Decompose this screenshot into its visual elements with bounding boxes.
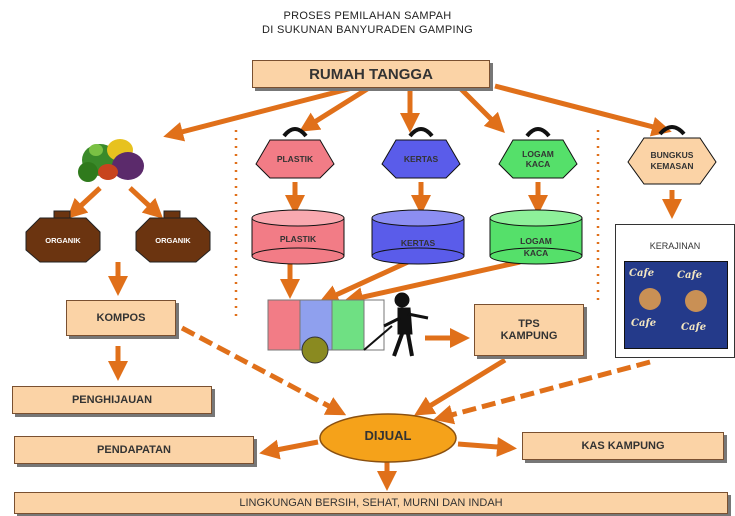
kertas-weight-label: KERTAS — [403, 154, 439, 164]
organik-bin-1 — [25, 210, 101, 263]
kerajinan-box: KERAJINAN Cafe Cafe Cafe Cafe — [615, 224, 735, 358]
arrow-rt-to-bungkus — [494, 83, 672, 137]
kerajinan-product-image: Cafe Cafe Cafe Cafe — [624, 261, 728, 349]
vegetables-icon — [78, 139, 144, 182]
bungkus-weight-label-2: KEMASAN — [650, 161, 694, 171]
logam-bin-label-2: KACA — [523, 248, 549, 258]
plastik-weight — [255, 127, 335, 179]
logam-bin-label-1: LOGAM — [520, 236, 552, 246]
kertas-weight — [381, 127, 461, 179]
tps-label-1: TPS — [518, 318, 540, 330]
pendapatan-box: PENDAPATAN — [14, 436, 254, 464]
diagram-title-line1: PROSES PEMILAHAN SAMPAH — [283, 10, 452, 22]
arrow-kerajinan-to-dijual — [433, 359, 651, 425]
lingkungan-box: LINGKUNGAN BERSIH, SEHAT, MURNI DAN INDA… — [14, 492, 728, 514]
arrow-veg-to-organik2 — [128, 186, 164, 219]
tps-kampung-box: TPS KAMPUNG — [474, 304, 584, 356]
bungkus-weight — [627, 125, 717, 185]
arrow-veg-to-organik1 — [66, 186, 102, 219]
cart-icon — [267, 299, 393, 364]
arrow-tps-to-dijual — [414, 357, 507, 416]
kerajinan-brand-3: Cafe — [631, 318, 657, 329]
kerajinan-brand-2: Cafe — [677, 270, 703, 281]
coffee-cup-icon — [685, 290, 707, 312]
arrow-rt-to-organik — [163, 83, 361, 142]
kerajinan-brand-1: Cafe — [629, 268, 655, 279]
logam-weight-label-2: KACA — [525, 159, 551, 169]
kertas-bin-label: KERTAS — [400, 238, 436, 248]
organik-bin-2 — [135, 210, 211, 263]
logam-weight — [498, 127, 578, 179]
rumah-tangga-box: RUMAH TANGGA — [252, 60, 490, 88]
kompos-box: KOMPOS — [66, 300, 176, 336]
logam-weight-label-1: LOGAM — [522, 149, 554, 159]
arrow-logam-to-cart — [343, 259, 521, 307]
diagram-title-line2: DI SUKUNAN BANYURADEN GAMPING — [261, 24, 473, 36]
plastik-weight-label: PLASTIK — [276, 154, 314, 164]
arrow-dijual-to-pendapatan — [259, 439, 319, 460]
dijual-label: DIJUAL — [364, 428, 412, 443]
dijual-ellipse — [319, 413, 457, 463]
kerajinan-label: KERAJINAN — [649, 241, 701, 251]
tps-label-2: KAMPUNG — [500, 330, 558, 342]
bungkus-weight-label-1: BUNGKUS — [650, 150, 694, 160]
organik-label-1: ORGANIK — [45, 236, 81, 245]
arrow-kompos-to-dijual — [180, 325, 347, 416]
logam-bin — [489, 209, 583, 265]
arrow-rt-to-logam — [456, 84, 505, 133]
plastik-bin-label: PLASTIK — [279, 234, 317, 244]
kertas-bin — [371, 209, 465, 265]
penghijauan-box: PENGHIJAUAN — [12, 386, 212, 414]
arrow-dijual-to-kas — [457, 437, 517, 457]
arrow-kertas-to-cart — [318, 259, 410, 304]
organik-label-2: ORGANIK — [155, 236, 191, 245]
plastik-bin — [251, 209, 345, 265]
arrow-rt-to-plastik — [299, 83, 374, 132]
worker-icon — [383, 292, 429, 357]
kas-kampung-box: KAS KAMPUNG — [522, 432, 724, 460]
coffee-cup-icon — [639, 288, 661, 310]
kerajinan-brand-4: Cafe — [681, 322, 707, 333]
